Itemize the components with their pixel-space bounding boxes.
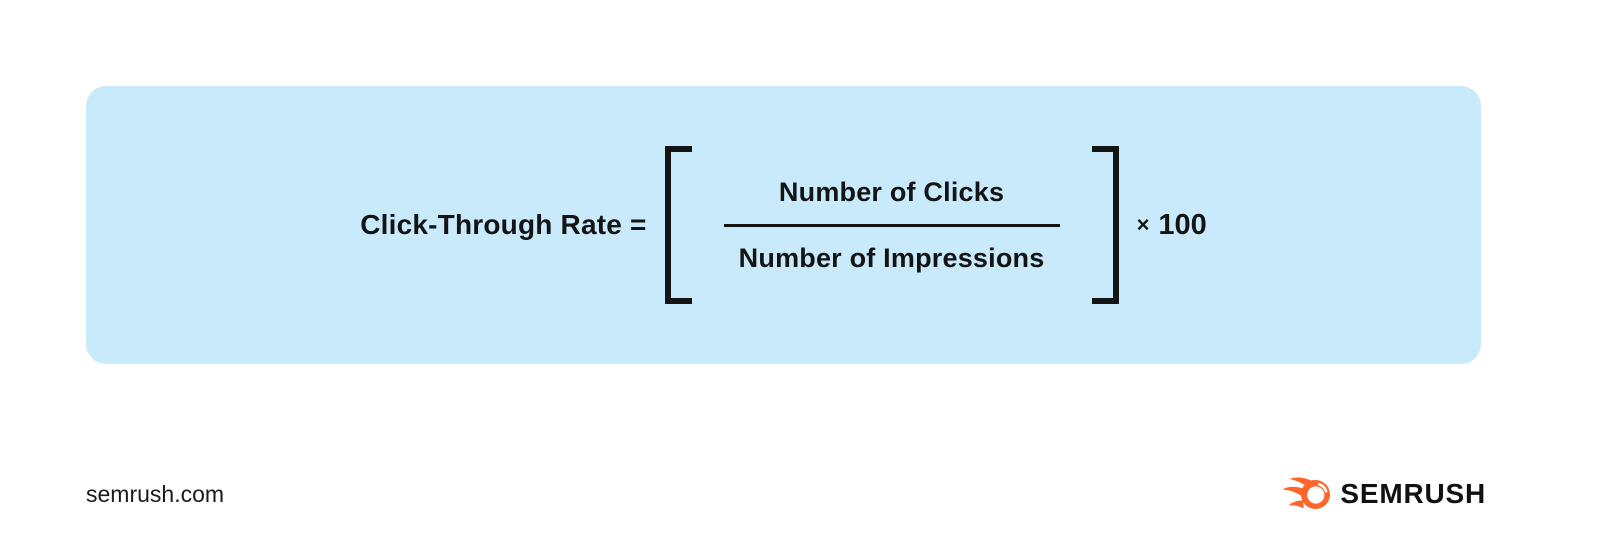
left-bracket — [664, 146, 692, 304]
semrush-flame-icon — [1282, 477, 1331, 509]
multiplier-value: 100 — [1158, 208, 1207, 241]
fraction-denominator: Number of Impressions — [738, 242, 1045, 273]
ctr-formula: Click-Through Rate = Number of Clicks Nu… — [360, 146, 1207, 304]
website-url: semrush.com — [86, 480, 225, 507]
multiplier-group: × 100 — [1137, 209, 1207, 242]
right-bracket — [1091, 146, 1119, 304]
fraction-divider-line — [723, 223, 1060, 227]
footer: semrush.com SEMRUSH — [86, 470, 1486, 518]
semrush-wordmark: SEMRUSH — [1340, 478, 1486, 509]
fraction-numerator: Number of Clicks — [778, 176, 1005, 207]
formula-lhs-label: Click-Through Rate = — [360, 209, 647, 240]
fraction: Number of Clicks Number of Impressions — [706, 177, 1078, 274]
formula-card: Click-Through Rate = Number of Clicks Nu… — [86, 86, 1481, 364]
semrush-logo: SEMRUSH — [1282, 475, 1486, 514]
multiply-symbol: × — [1136, 212, 1150, 237]
